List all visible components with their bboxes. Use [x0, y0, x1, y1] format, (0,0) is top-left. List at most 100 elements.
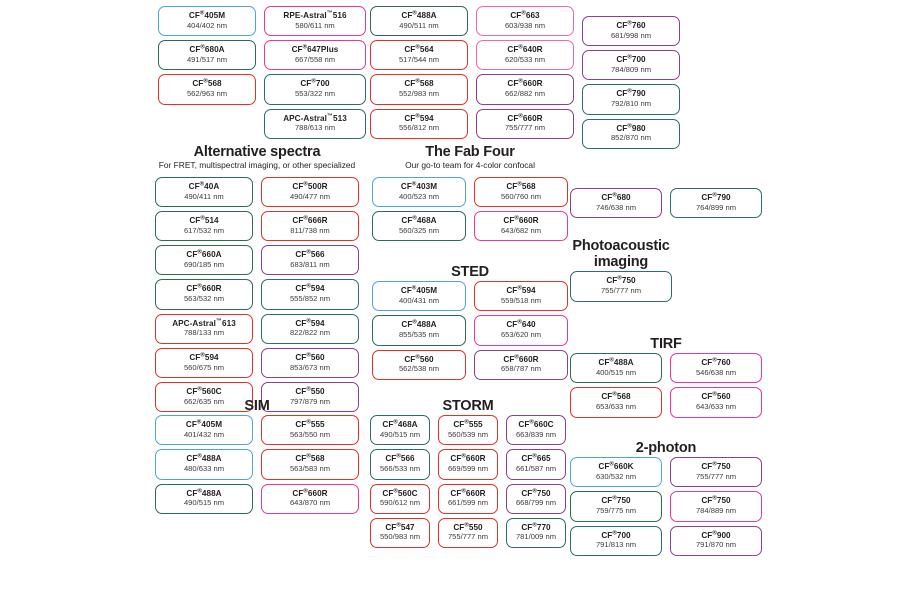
dye-name: CF®560C: [382, 487, 418, 498]
dye-name: CF®594: [506, 285, 536, 296]
dye-name: CF®660R: [503, 353, 539, 364]
section-title-fab-four: The Fab Four: [425, 144, 515, 160]
dye-spectra: 853/673 nm: [289, 362, 331, 372]
dye-spectra: 617/532 nm: [183, 225, 225, 235]
dye-spectra: 546/638 nm: [695, 367, 737, 377]
dye-spectra: 560/539 nm: [447, 429, 489, 439]
dye-name: CF®760: [616, 20, 646, 30]
dye-name: CF®40A: [188, 181, 220, 191]
dye-spectra: 852/870 nm: [610, 133, 652, 143]
dye-name: RPE-Astral™516: [283, 10, 347, 20]
dye-spectra: 490/411 nm: [184, 191, 224, 201]
dye-name: CF®680: [601, 192, 631, 202]
dye-spectra: 550/983 nm: [379, 532, 421, 542]
dye-name: APC-Astral™613: [172, 317, 236, 328]
dye-spectra: 400/431 nm: [398, 295, 440, 305]
dye-name: CF®900: [701, 529, 731, 540]
